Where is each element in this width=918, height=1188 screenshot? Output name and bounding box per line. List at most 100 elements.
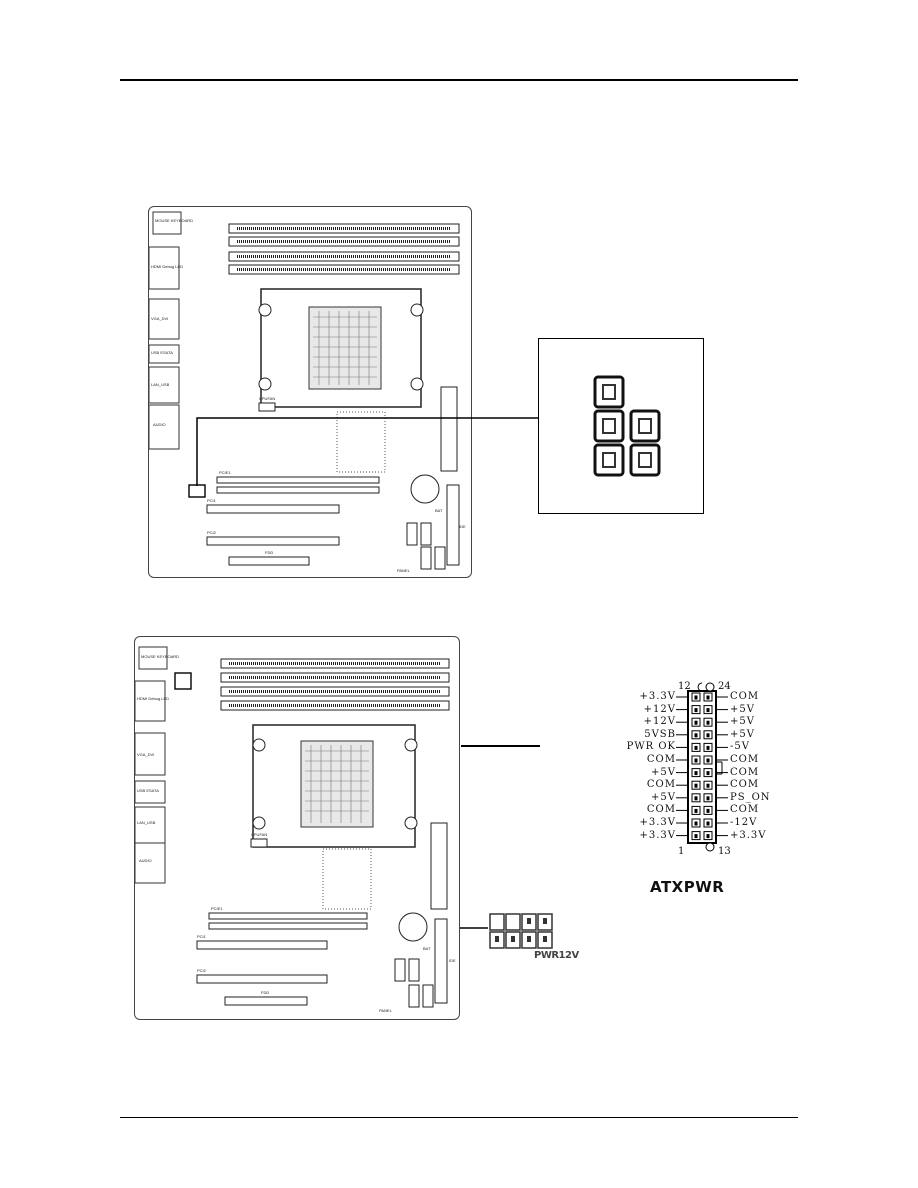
motherboard-layout-bottom [135, 646, 450, 1008]
atx-pin-left [691, 768, 701, 778]
label-pcie: PCIE1 [219, 470, 231, 475]
atx-left-label: 5VSB [644, 728, 676, 740]
atx-pin-left [691, 705, 701, 715]
atx-pin-dot [706, 771, 710, 776]
label-cpufan: CPUFAN [259, 396, 276, 401]
atx-pin-dot [706, 708, 710, 713]
label-ide-2: IDE [449, 958, 456, 963]
atx-left-label: +5V [651, 766, 676, 778]
atx-left-label: COM [646, 804, 676, 816]
atx-left-label: COM [646, 779, 676, 791]
atx-pin-right [703, 730, 713, 740]
atx-right-label: -5V [730, 741, 750, 753]
label-usb-esata: USB ESATA [151, 350, 173, 355]
atx-pin-right [703, 831, 713, 841]
atx-left-label: PWR OK [626, 741, 676, 753]
atx-pin-24: 24 [718, 681, 731, 692]
atx-right-label: -12V [730, 817, 758, 828]
atx-left-label: +3.3V [639, 829, 676, 841]
atx-pin-dot [706, 758, 710, 763]
atx-pin-dot [694, 720, 698, 725]
label-lan-usb: LAN_USB [151, 382, 170, 387]
atx-right-label: COM [730, 691, 760, 702]
atx-pin-left [691, 818, 701, 828]
atx-right-label: COM [730, 754, 760, 765]
atx-pin-dot [694, 708, 698, 713]
atx-left-label: +5V [651, 791, 676, 803]
atx-left-label: +12V [643, 703, 676, 715]
atx-pin-right [703, 805, 713, 815]
label-hdmi-2: HDMI Debug LED [137, 696, 170, 701]
atx-pin-left [691, 730, 701, 740]
label-cpufan-2: CPUFAN [251, 832, 268, 837]
label-bat: BAT [435, 508, 443, 513]
label-ide: IDE [459, 524, 466, 529]
label-pci2-2: PCI2 [197, 968, 206, 973]
atx-right-label: COM [730, 779, 760, 791]
atx-pin-dot [706, 720, 710, 725]
label-panel-2: PANEL [379, 1008, 392, 1013]
atx-left-label: COM [646, 754, 676, 765]
label-vga-dvi: VGA_DVI [151, 316, 169, 321]
label-vga-dvi-2: VGA_DVI [137, 752, 155, 757]
label-pci2: PCI2 [207, 530, 216, 535]
atx-right-label: COM [730, 804, 760, 816]
atx-pin-right [703, 705, 713, 715]
atx-pin-dot [706, 733, 710, 738]
label-audio-2: AUDIO [139, 858, 152, 863]
label-bat-2: BAT [423, 946, 431, 951]
atx-left-label: +12V [643, 716, 676, 728]
label-panel: PANEL [397, 568, 410, 573]
atx-right-label: +3.3V [730, 829, 767, 841]
atx-pin-left [691, 692, 701, 702]
atx-pin-dot [706, 821, 710, 826]
atx-pin-dot [706, 695, 710, 700]
atx-pin-right [703, 717, 713, 727]
label-lan-usb-2: LAN_USB [137, 820, 156, 825]
label-audio: AUDIO [153, 422, 166, 427]
footer-rule [120, 1117, 798, 1118]
atx-pin-dot [706, 745, 710, 750]
atxpwr-title: ATXPWR [650, 878, 725, 896]
label-hdmi: HDMI Debug LED [151, 264, 184, 269]
atx-pin-left [691, 755, 701, 765]
atx-pin-dot [706, 783, 710, 788]
label-fdd-2: FDD [261, 990, 270, 995]
atx-pin-13: 13 [718, 846, 731, 857]
atx-pin-12: 12 [678, 681, 691, 692]
atx-pin-right [703, 780, 713, 790]
atx-pin-dot [694, 808, 698, 813]
label-pci1-2: PCI1 [197, 934, 206, 939]
atx-pin-dot [694, 695, 698, 700]
atx-pin-dot [694, 783, 698, 788]
atx-pin-left [691, 742, 701, 752]
atx-pin-right [703, 793, 713, 803]
atx-pin-right [703, 755, 713, 765]
label-pcie-2: PCIE1 [211, 906, 223, 911]
label-pci1: PCI1 [207, 498, 216, 503]
atx-pin-dot [694, 745, 698, 750]
motherboard-diagram-top: MOUSE KEYBOARD HDMI Debug LED VGA_DVI US… [148, 206, 472, 578]
atx-right-label: +5V [730, 703, 755, 715]
atx-pin-right [703, 768, 713, 778]
header-rule [120, 79, 798, 81]
atx-pin-dot [706, 834, 710, 839]
atx-left-label: +3.3V [639, 817, 676, 828]
motherboard-layout-top [149, 211, 460, 570]
motherboard-diagram-bottom: MOUSE KEYBOARD HDMI Debug LED VGA_DVI US… [134, 636, 460, 1020]
atx-pin-left [691, 780, 701, 790]
atx-left-label: +3.3V [639, 691, 676, 702]
atx-pin-right [703, 742, 713, 752]
atx-pin-right [703, 692, 713, 702]
label-mouse-keyboard: MOUSE KEYBOARD [155, 218, 194, 223]
atx-pin-dot [694, 821, 698, 826]
atx-pin-left [691, 793, 701, 803]
atx-pin-dot [694, 771, 698, 776]
atx-right-label: COM [730, 766, 760, 778]
atx-pin-left [691, 831, 701, 841]
atx-pin-left [691, 717, 701, 727]
atx-pin-dot [706, 808, 710, 813]
atx-pin-right [703, 818, 713, 828]
label-fdd: FDD [265, 550, 274, 555]
pwr12v-title: PWR12V [534, 950, 579, 961]
